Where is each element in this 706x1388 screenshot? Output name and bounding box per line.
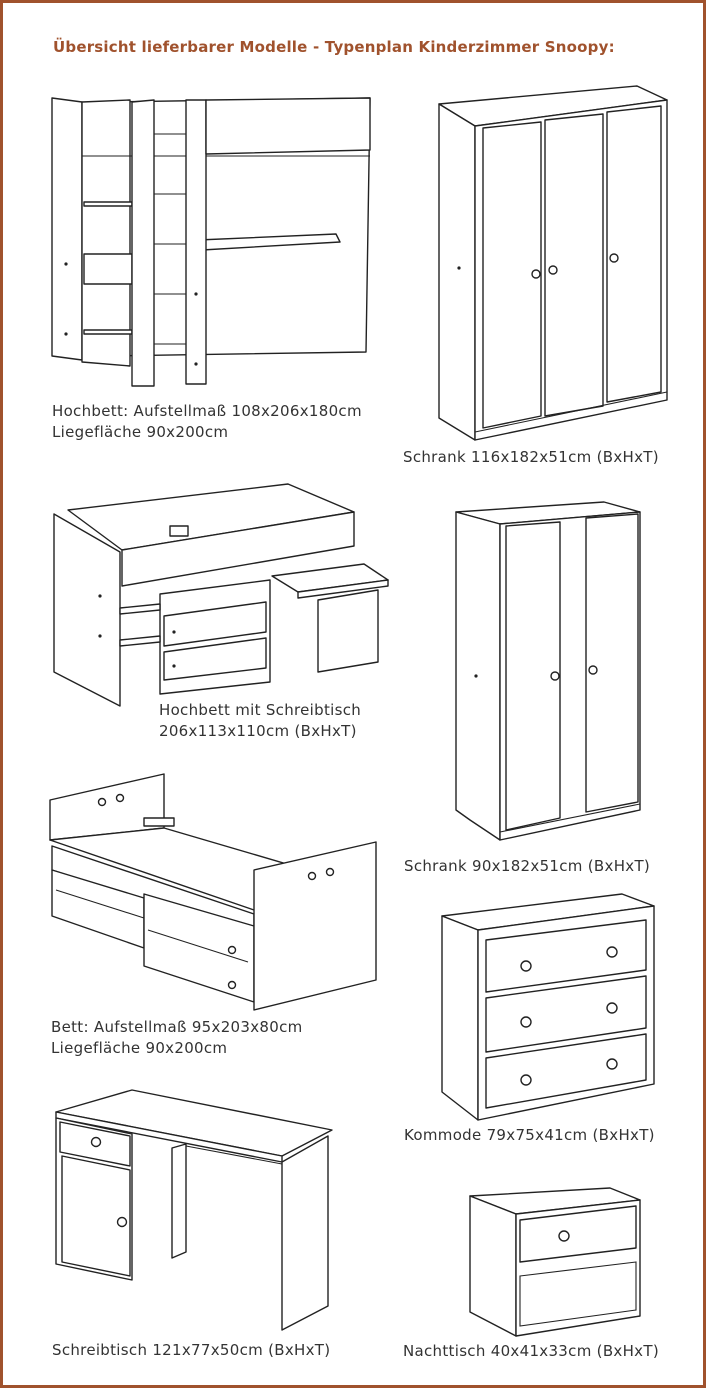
caption-hochbett-schreibtisch-line1: Hochbett mit Schreibtisch [159, 701, 362, 719]
caption-hochbett-line2: Liegefläche 90x200cm [52, 423, 229, 441]
caption-hochbett-schreibtisch-line2: 206x113x110cm (BxHxT) [159, 722, 357, 740]
caption-nachttisch: Nachttisch 40x41x33cm (BxHxT) [403, 1341, 659, 1362]
caption-hochbett-line1: Hochbett: Aufstellmaß 108x206x180cm [52, 402, 362, 420]
cabin-bed-with-desk-drawing [52, 476, 388, 708]
caption-hochbett: Hochbett: Aufstellmaß 108x206x180cm Lieg… [52, 401, 362, 443]
caption-schrank2: Schrank 90x182x51cm (BxHxT) [404, 856, 650, 877]
caption-hochbett-schreibtisch: Hochbett mit Schreibtisch 206x113x110cm … [159, 700, 361, 742]
caption-schreibtisch-line1: Schreibtisch 121x77x50cm (BxHxT) [52, 1341, 331, 1359]
page-title: Übersicht lieferbarer Modelle - Typenpla… [53, 38, 615, 56]
caption-schrank3: Schrank 116x182x51cm (BxHxT) [403, 447, 659, 468]
caption-bett-line2: Liegefläche 90x200cm [51, 1039, 228, 1057]
chest-of-drawers-drawing [440, 892, 656, 1122]
desk-drawing [52, 1086, 334, 1332]
caption-schreibtisch: Schreibtisch 121x77x50cm (BxHxT) [52, 1340, 330, 1361]
caption-kommode: Kommode 79x75x41cm (BxHxT) [404, 1125, 655, 1146]
caption-nachttisch-line1: Nachttisch 40x41x33cm (BxHxT) [403, 1342, 659, 1360]
loft-bed-drawing [48, 94, 378, 390]
caption-schrank2-line1: Schrank 90x182x51cm (BxHxT) [404, 857, 651, 875]
caption-bett-line1: Bett: Aufstellmaß 95x203x80cm [51, 1018, 303, 1036]
caption-bett: Bett: Aufstellmaß 95x203x80cm Liegefläch… [51, 1017, 303, 1059]
two-door-wardrobe-drawing [454, 498, 644, 842]
caption-kommode-line1: Kommode 79x75x41cm (BxHxT) [404, 1126, 655, 1144]
caption-schrank3-line1: Schrank 116x182x51cm (BxHxT) [403, 448, 659, 466]
nightstand-drawing [468, 1186, 644, 1338]
bed-with-drawers-drawing [48, 770, 380, 1012]
three-door-wardrobe-drawing [437, 82, 669, 442]
